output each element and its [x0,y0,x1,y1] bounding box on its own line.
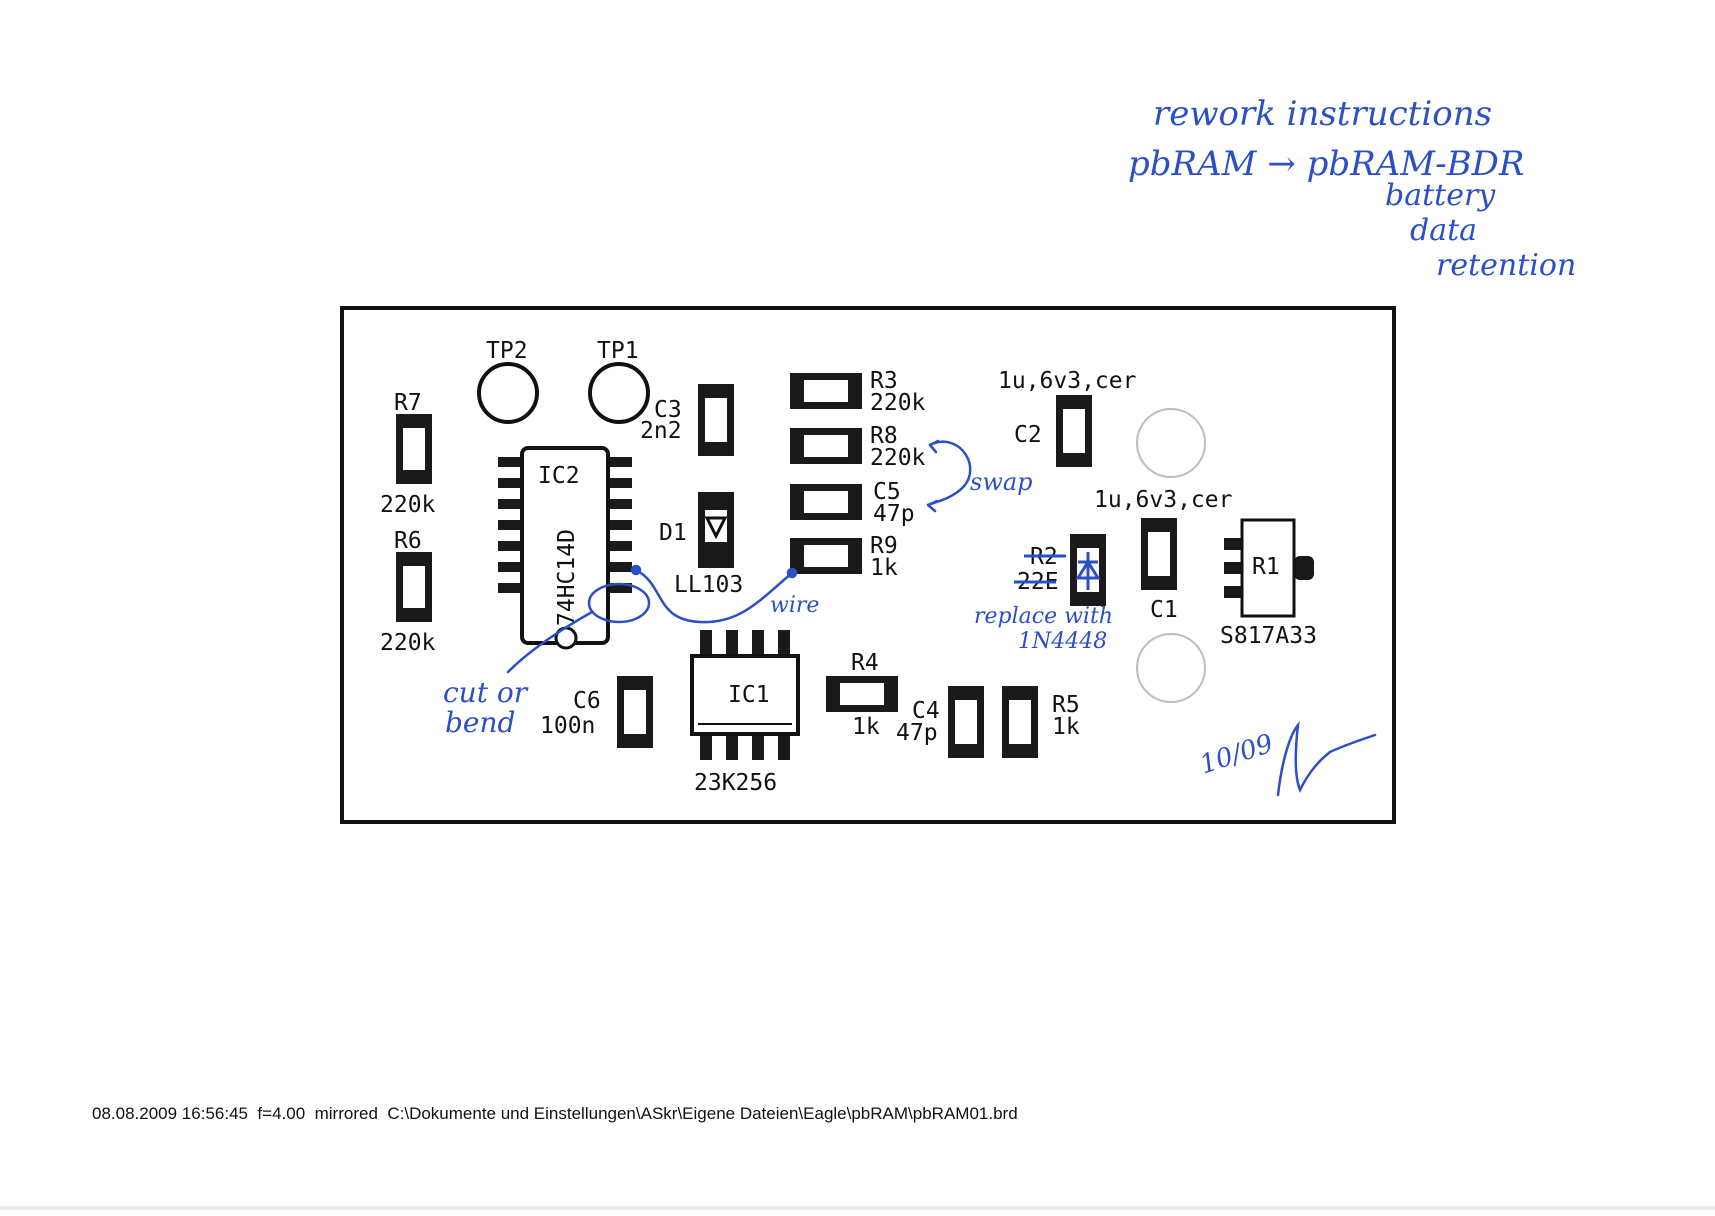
capacitor-c5: C5 47p [790,479,915,527]
c6-label: C6 [573,688,601,714]
replace-note-line-2: 1N4448 [1018,629,1107,654]
tp1-label: TP1 [597,338,639,364]
resistor-r5: R5 1k [1002,686,1080,758]
r3-label: R3 [870,368,898,394]
resistor-r7: R7 220k [380,390,436,518]
title-line-1: rework instructions [1153,94,1492,134]
cut-note-line-2: bend [445,706,515,739]
c5-label: C5 [873,479,901,505]
rework-marks [506,439,1377,797]
signature-date: 10/09 [1196,729,1277,781]
r9-value: 1k [870,555,898,581]
r1-label: R1 [1252,554,1280,580]
resistor-r8: R8 220k [790,423,926,471]
title-line-5: retention [1436,248,1576,283]
resistor-r6: R6 220k [380,528,436,656]
title-line-2: pbRAM → pbRAM-BDR [1128,144,1524,184]
resistor-r2: R2 22E [1014,534,1106,606]
c2-spec: 1u,6v3,cer [998,368,1136,394]
c2-label: C2 [1014,422,1042,448]
c5-value: 47p [873,501,915,527]
chip-ic1: IC1 23K256 [690,630,800,796]
capacitor-c6: C6 100n [540,676,653,748]
mounting-hole-bottom [1136,633,1206,703]
print-footer: 08.08.2009 16:56:45 f=4.00 mirrored C:\D… [92,1104,1018,1123]
d1-part: LL103 [674,572,743,598]
r5-value: 1k [1052,714,1080,740]
swap-note: swap [970,468,1033,496]
c1-spec: 1u,6v3,cer [1094,487,1232,513]
regulator-r1: R1 S817A33 [1220,518,1317,649]
r4-value: 1k [852,714,880,740]
test-point-tp1: TP1 [588,338,650,424]
board-outline [340,306,1396,824]
c4-label: C4 [912,698,940,724]
r5-label: R5 [1052,692,1080,718]
r1-part: S817A33 [1220,623,1317,649]
r4-label: R4 [851,650,879,676]
c3-label: C3 [654,397,682,423]
capacitor-c2: 1u,6v3,cer C2 [998,368,1136,467]
c3-value: 2n2 [640,418,682,444]
title-line-3: battery [1385,178,1496,213]
chip-ic2: IC2 74HC14D [498,446,632,650]
r8-label: R8 [870,423,898,449]
ic2-part: 74HC14D [554,529,580,626]
c1-label: C1 [1150,597,1178,623]
r6-value: 220k [380,630,436,656]
replace-note-line-1: replace with [974,604,1113,629]
resistor-r3: R3 220k [790,368,926,416]
c6-value: 100n [540,713,595,739]
r9-label: R9 [870,533,898,559]
cut-marker-loop [587,582,651,624]
resistor-r4: R4 1k [826,650,898,740]
test-point-tp2: TP2 [477,338,539,424]
capacitor-c1: 1u,6v3,cer C1 [1094,487,1232,623]
ic1-label: IC1 [728,682,770,708]
capacitor-c3: C3 2n2 [640,384,734,456]
r3-value: 220k [870,390,926,416]
r8-value: 220k [870,445,926,471]
r6-label: R6 [394,528,422,554]
signature [1276,720,1377,797]
c4-value: 47p [896,720,938,746]
r7-label: R7 [394,390,422,416]
title-line-4: data [1410,213,1477,248]
diode-sketch-icon [1075,552,1101,590]
diode-d1: D1 LL103 [659,492,743,598]
ic1-part: 23K256 [694,770,777,796]
wire-note: wire [770,593,819,618]
d1-label: D1 [659,520,687,546]
ic2-label: IC2 [538,463,580,489]
cut-note-line-1: cut or [443,676,529,709]
rework-wire [634,568,794,624]
r7-value: 220k [380,492,436,518]
resistor-r9: R9 1k [790,533,898,581]
mounting-hole-top [1136,408,1206,478]
rework-title: rework instructions pbRAM → pbRAM-BDR ba… [1128,94,1576,283]
sheet-edge [0,1206,1715,1210]
tp2-label: TP2 [486,338,528,364]
capacitor-c4: C4 47p [896,686,984,758]
